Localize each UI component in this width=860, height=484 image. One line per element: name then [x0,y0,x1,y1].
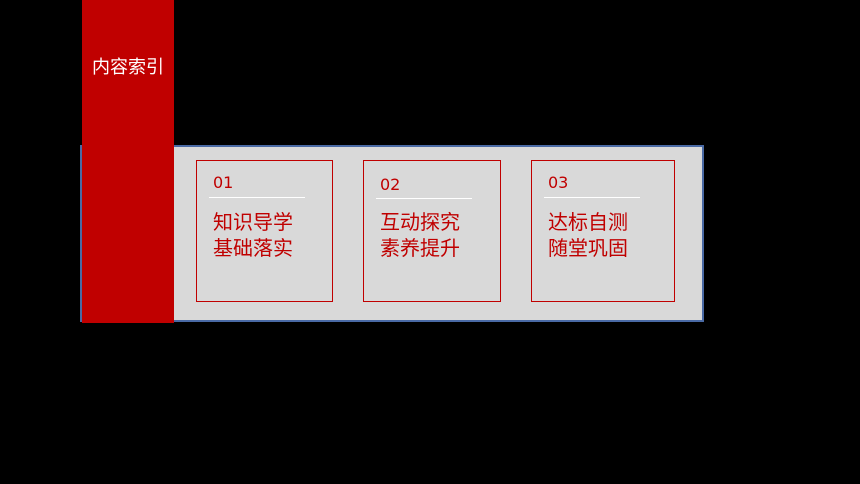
card-title: 达标自测 [548,210,628,234]
card-number: 02 [380,175,401,194]
card-divider [209,197,305,198]
card-divider [544,197,640,198]
card-number: 01 [213,173,234,192]
card-number: 03 [548,173,569,192]
card-divider [376,198,472,199]
accent-bar [82,0,174,323]
card-subtitle: 素养提升 [380,236,460,260]
card-interaction[interactable]: 02 互动探究 素养提升 [363,160,501,302]
card-title: 知识导学 [213,210,293,234]
index-title: 内容索引 [92,57,164,78]
card-subtitle: 随堂巩固 [548,236,628,260]
card-subtitle: 基础落实 [213,236,293,260]
card-title: 互动探究 [380,210,460,234]
card-knowledge[interactable]: 01 知识导学 基础落实 [196,160,333,302]
card-selftest[interactable]: 03 达标自测 随堂巩固 [531,160,675,302]
